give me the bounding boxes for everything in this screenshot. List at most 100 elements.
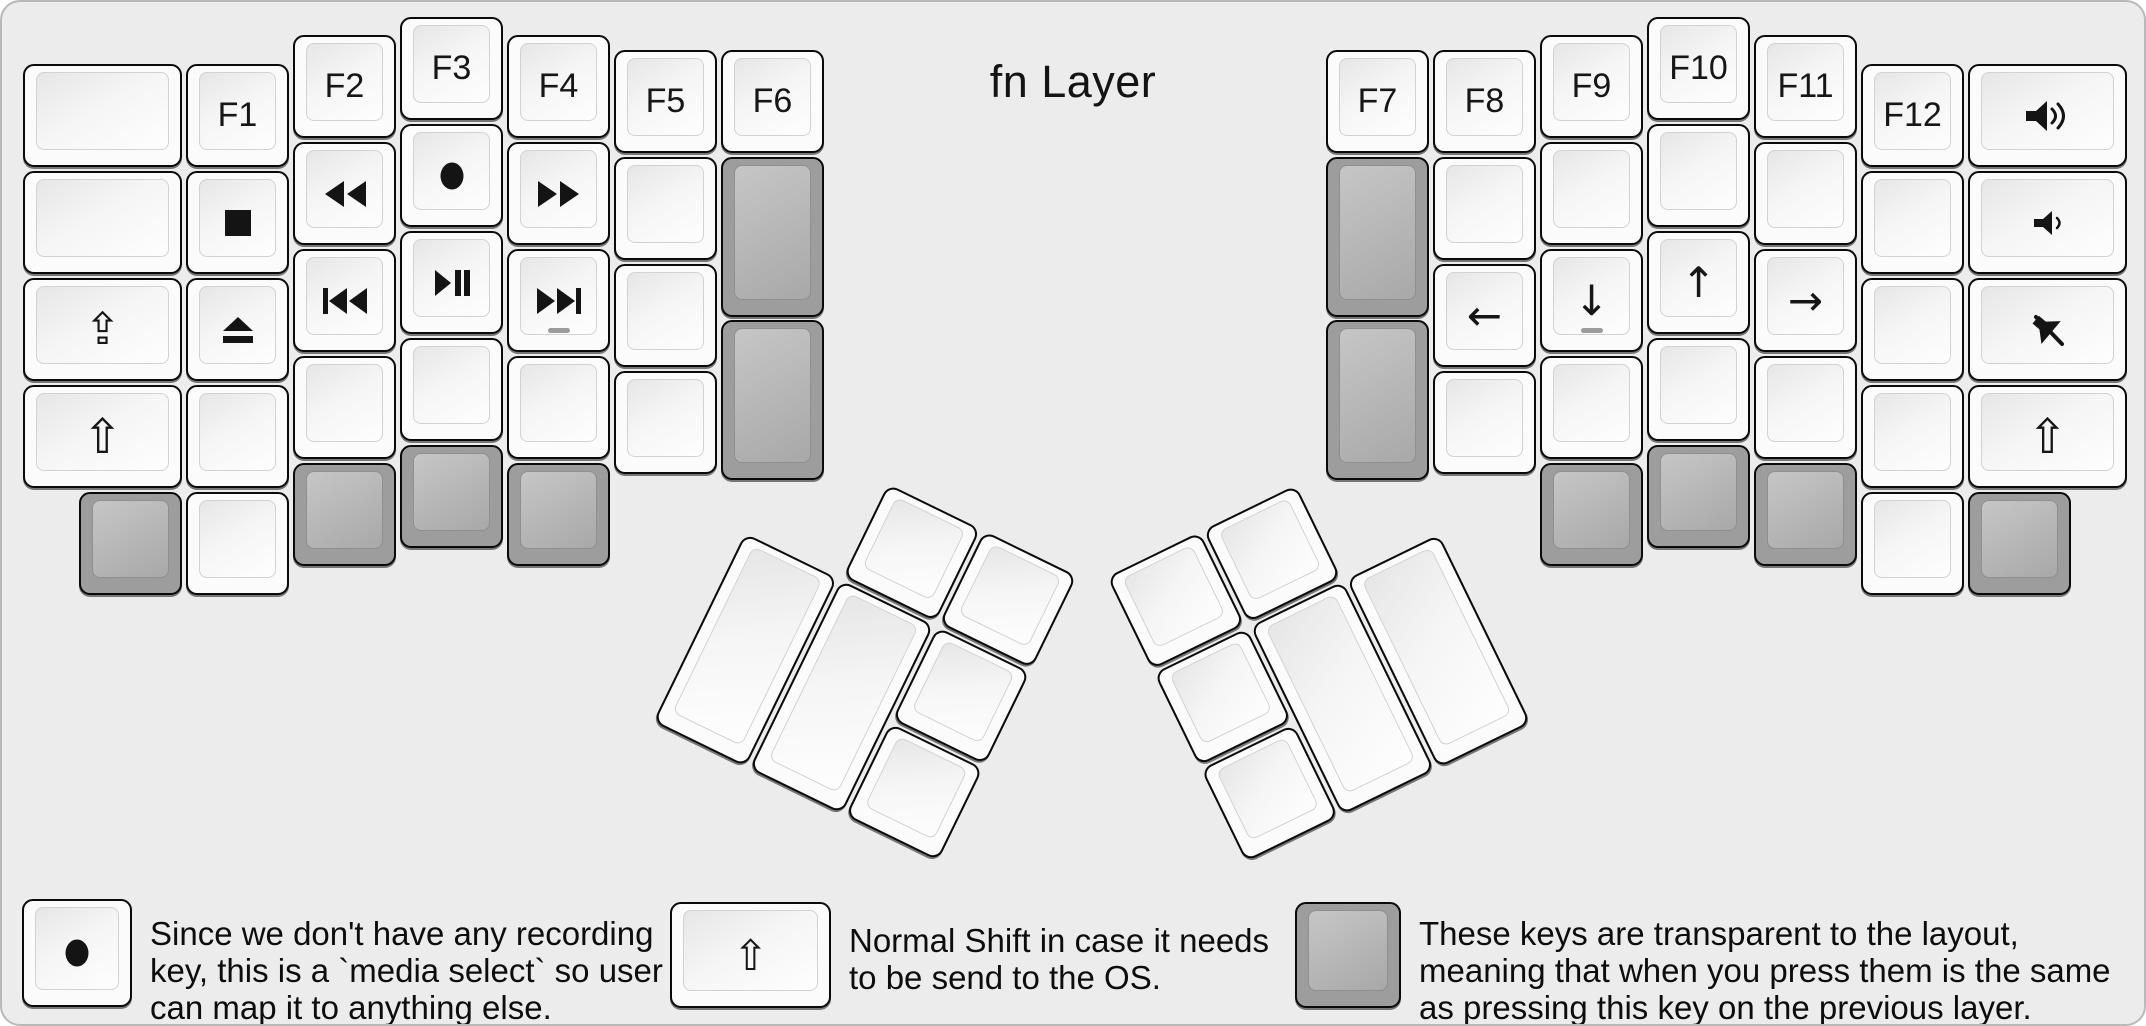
key-f9[interactable]: F9 <box>1540 35 1643 138</box>
key-label: F1 <box>217 96 258 134</box>
key-caps-lock[interactable]: ⇪ <box>23 278 182 381</box>
key-volume-down[interactable] <box>1968 171 2127 274</box>
key-blank-fr2[interactable] <box>1433 157 1536 260</box>
homing-dash <box>1580 328 1603 333</box>
key-transparent-c5[interactable] <box>293 463 396 566</box>
key-f11[interactable]: F11 <box>1754 35 1857 138</box>
key-transparent-g2r[interactable] <box>1326 157 1429 317</box>
key-blank-d4[interactable] <box>400 338 503 441</box>
key-blank-c4[interactable] <box>293 356 396 459</box>
key-blank-dr2[interactable] <box>1647 124 1750 227</box>
key-prev-track[interactable] <box>293 249 396 352</box>
key-blank-a1[interactable] <box>23 64 182 167</box>
key-f5[interactable]: F5 <box>614 50 717 153</box>
keycap-top <box>683 910 818 991</box>
keycap-top <box>413 239 490 317</box>
key-shift-right[interactable]: ⇧ <box>1968 385 2127 488</box>
key-f1[interactable]: F1 <box>186 64 289 167</box>
key-f12[interactable]: F12 <box>1861 64 1964 167</box>
record-icon <box>24 901 130 1005</box>
next-track-icon <box>509 251 608 350</box>
play-pause-icon <box>402 233 501 332</box>
keycap-top <box>36 179 169 257</box>
key-shift-left[interactable]: ⇧ <box>23 385 182 488</box>
key-transparent-cr5[interactable] <box>1754 463 1857 566</box>
keycap-top <box>199 500 276 578</box>
key-label: F11 <box>1777 67 1834 105</box>
key-play-pause[interactable] <box>400 231 503 334</box>
keycap-top <box>413 346 490 424</box>
key-record[interactable] <box>400 124 503 227</box>
keycap-top <box>1981 500 2058 578</box>
key-volume-up[interactable] <box>1968 64 2127 167</box>
key-transparent-bottom-left[interactable] <box>79 492 182 595</box>
key-transparent-g3r[interactable] <box>1326 320 1429 480</box>
homing-dash <box>547 328 570 333</box>
key-f3[interactable]: F3 <box>400 17 503 120</box>
key-arrow-up[interactable]: ↑ <box>1647 231 1750 334</box>
key-blank-br3[interactable] <box>1861 278 1964 381</box>
keycap-top <box>1169 640 1273 745</box>
keycap-top <box>413 453 490 531</box>
keycap-top <box>1767 43 1844 121</box>
volume-up-icon <box>1970 66 2125 165</box>
key-blank-fr4[interactable] <box>1433 371 1536 474</box>
eject-icon <box>188 280 287 379</box>
key-blank-f4[interactable] <box>614 371 717 474</box>
key-f8[interactable]: F8 <box>1433 50 1536 153</box>
key-f4[interactable]: F4 <box>507 35 610 138</box>
key-volume-mute[interactable] <box>1968 278 2127 381</box>
key-arrow-right[interactable]: → <box>1754 249 1857 352</box>
key-transparent-bottom-right[interactable] <box>1968 492 2071 595</box>
key-f10[interactable]: F10 <box>1647 17 1750 120</box>
keycap-top <box>36 286 169 364</box>
key-transparent-dr5[interactable] <box>1647 445 1750 548</box>
key-label: F6 <box>752 82 793 120</box>
key-next-track[interactable] <box>507 249 610 352</box>
key-blank-dr4[interactable] <box>1647 338 1750 441</box>
key-arrow-down[interactable]: ↓ <box>1540 249 1643 352</box>
key-stop[interactable] <box>186 171 289 274</box>
key-transparent-er5[interactable] <box>1540 463 1643 566</box>
key-f7[interactable]: F7 <box>1326 50 1429 153</box>
key-blank-cr2[interactable] <box>1754 142 1857 245</box>
keycap-top <box>1660 346 1737 424</box>
key-transparent-g2[interactable] <box>721 157 824 317</box>
keycap-top <box>1553 43 1630 121</box>
legend-text-line: key, this is a `media select` so user <box>150 952 663 989</box>
key-arrow-left[interactable]: ← <box>1433 264 1536 367</box>
key-blank-br5[interactable] <box>1861 492 1964 595</box>
keycap-top <box>92 500 169 578</box>
key-fast-forward[interactable] <box>507 142 610 245</box>
key-legend-record-key[interactable] <box>22 899 132 1007</box>
key-blank-f2[interactable] <box>614 157 717 260</box>
key-f6[interactable]: F6 <box>721 50 824 153</box>
key-blank-cr4[interactable] <box>1754 356 1857 459</box>
key-blank-br2[interactable] <box>1861 171 1964 274</box>
key-rewind[interactable] <box>293 142 396 245</box>
key-f2[interactable]: F2 <box>293 35 396 138</box>
key-blank-er4[interactable] <box>1540 356 1643 459</box>
key-eject[interactable] <box>186 278 289 381</box>
legend-text-line: Normal Shift in case it needs <box>849 922 1270 959</box>
keycap-top <box>413 25 490 103</box>
key-blank-b4[interactable] <box>186 385 289 488</box>
key-blank-b5[interactable] <box>186 492 289 595</box>
key-legend-transparent-key[interactable] <box>1295 902 1401 1008</box>
key-legend-shift-key[interactable]: ⇧ <box>670 902 831 1008</box>
key-blank-er2[interactable] <box>1540 142 1643 245</box>
key-label: F7 <box>1357 82 1398 120</box>
arrow-right-icon: → <box>1787 276 1824 325</box>
key-transparent-e5[interactable] <box>507 463 610 566</box>
key-transparent-d5[interactable] <box>400 445 503 548</box>
keycap-top <box>864 736 968 840</box>
key-blank-br4[interactable] <box>1861 385 1964 488</box>
key-transparent-g3[interactable] <box>721 320 824 480</box>
record-icon <box>402 126 501 225</box>
keycap-top <box>306 471 383 549</box>
key-blank-e4[interactable] <box>507 356 610 459</box>
key-blank-a2[interactable] <box>23 171 182 274</box>
key-blank-f3[interactable] <box>614 264 717 367</box>
layer-title: fn Layer <box>989 56 1157 107</box>
